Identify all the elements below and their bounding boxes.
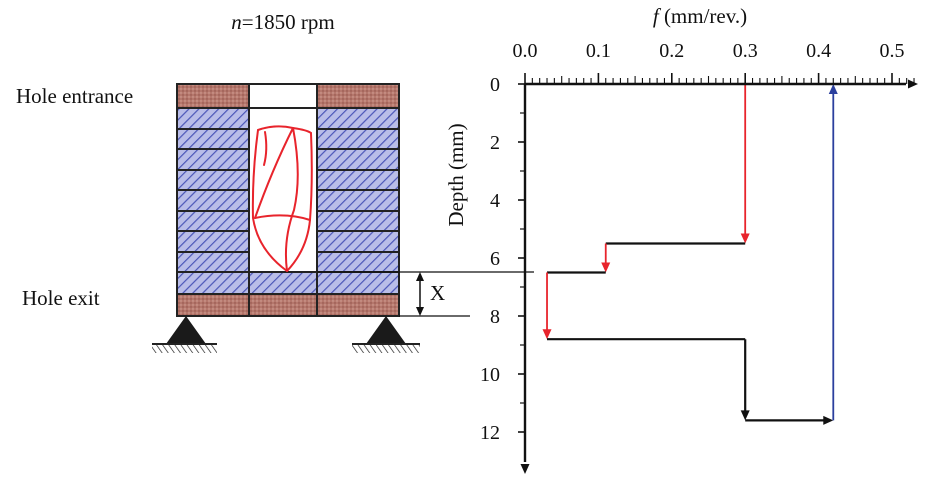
x-axis-arrow [908, 79, 918, 89]
spindle-speed-label: n=1850 rpm [231, 10, 334, 34]
feed-arrow-descent [542, 329, 552, 340]
hole-exit-label: Hole exit [22, 286, 100, 310]
top-backing-plate-right [316, 83, 400, 109]
x-tick-label: 0.2 [659, 40, 684, 62]
y-tick-label: 2 [490, 132, 500, 154]
feed-arrow-descent [601, 262, 611, 273]
y-axis-title: Depth (mm) [444, 123, 468, 226]
x-axis-tick-labels: 0.0 0.1 0.2 0.3 0.4 0.5 [513, 40, 905, 62]
y-tick-label: 8 [490, 306, 500, 328]
drilled-hole [248, 107, 318, 273]
y-axis-arrow [520, 464, 530, 474]
feed-arrow-descent [740, 233, 750, 244]
top-hole-gap [248, 83, 318, 109]
drill-bit [251, 125, 313, 272]
composite-plies-left [176, 107, 250, 295]
y-tick-label: 6 [490, 248, 500, 270]
x-axis-title: f (mm/rev.) [653, 4, 747, 28]
y-tick-label: 10 [480, 364, 500, 386]
x-dimension: X [416, 272, 445, 316]
y-tick-label: 4 [490, 190, 500, 212]
x-tick-label: 0.5 [880, 40, 905, 62]
feed-arrow-return [828, 84, 838, 94]
composite-plies-right [316, 107, 400, 295]
right-support [352, 316, 420, 353]
x-tick-label: 0.3 [733, 40, 758, 62]
x-dimension-label: X [430, 281, 445, 305]
y-tick-label: 12 [480, 422, 500, 444]
feed-arrow-step [740, 410, 750, 421]
chart-axes [520, 79, 918, 474]
feed-arrow-step [823, 415, 834, 425]
hole-entrance-label: Hole entrance [16, 84, 133, 108]
left-support [152, 316, 217, 353]
y-axis-tick-labels: 0 2 4 6 8 10 12 [480, 74, 500, 444]
bottom-backing-plate [176, 293, 400, 317]
x-tick-label: 0.1 [586, 40, 611, 62]
laminate-stack [176, 83, 400, 317]
x-tick-label: 0.4 [806, 40, 831, 62]
x-tick-label: 0.0 [513, 40, 538, 62]
remaining-ply [248, 271, 318, 295]
feed-path [542, 84, 838, 425]
x-axis-ticks [524, 73, 915, 84]
y-tick-label: 0 [490, 74, 500, 96]
top-backing-plate-left [176, 83, 250, 109]
